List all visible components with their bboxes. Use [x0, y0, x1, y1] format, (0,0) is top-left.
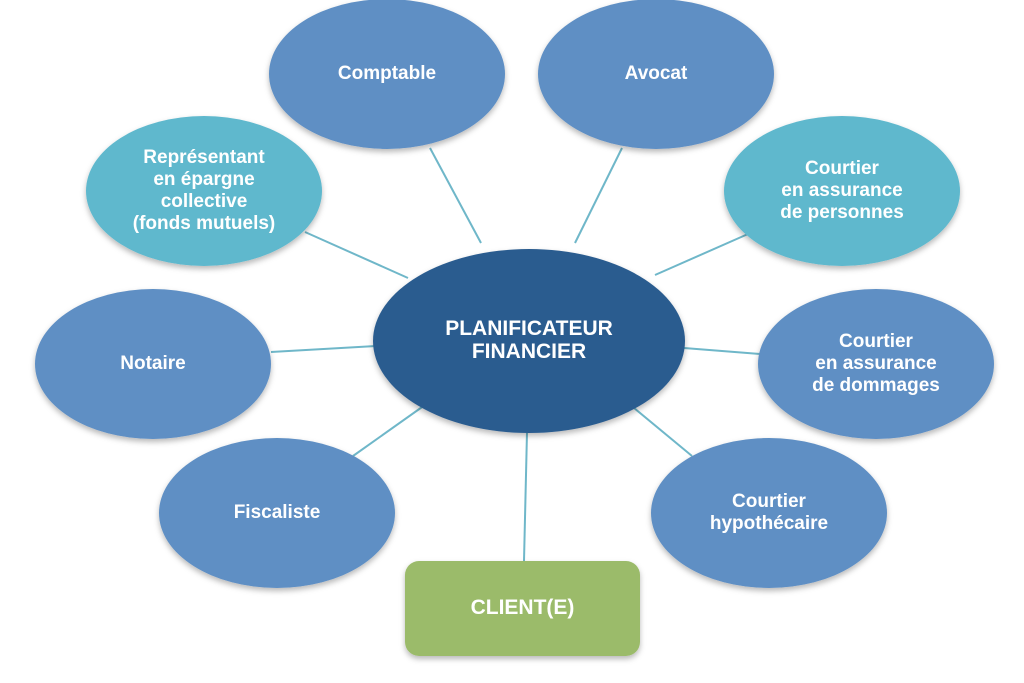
- node-representant-label-line: Représentant: [143, 147, 265, 168]
- node-courtier-dommages-label-line: de dommages: [812, 375, 940, 396]
- node-comptable-label-line: Comptable: [338, 63, 436, 84]
- node-notaire-label-line: Notaire: [120, 353, 185, 374]
- node-courtier-hypothecaire-label-line: hypothécaire: [710, 513, 828, 534]
- node-representant-label-line: en épargne: [153, 169, 254, 190]
- node-courtier-dommages-label-line: Courtier: [839, 331, 914, 352]
- center-label-line: FINANCIER: [472, 340, 586, 363]
- node-courtier-personnes-label-line: de personnes: [780, 202, 904, 223]
- node-courtier-personnes-label-line: en assurance: [781, 180, 902, 201]
- node-courtier-dommages-label-line: en assurance: [815, 353, 936, 374]
- client-label: CLIENT(E): [471, 596, 575, 619]
- node-courtier-personnes-label-line: Courtier: [805, 158, 880, 179]
- node-representant-label-line: collective: [161, 191, 248, 212]
- connector-avocat: [574, 147, 623, 244]
- node-comptable: Comptable: [269, 0, 505, 149]
- node-ellipse: [86, 116, 322, 266]
- client-box: [405, 561, 640, 656]
- node-fiscaliste-label-line: Fiscaliste: [234, 502, 321, 523]
- connector-client: [523, 431, 528, 562]
- connector-fiscaliste: [352, 399, 433, 457]
- center-label-line: PLANIFICATEUR: [445, 317, 613, 340]
- node-ellipse: [538, 0, 774, 149]
- connector-comptable: [429, 147, 482, 244]
- center-ellipse: [373, 249, 685, 433]
- connector-courtier-personnes: [654, 233, 749, 276]
- node-ellipse: [724, 116, 960, 266]
- node-ellipse: [758, 289, 994, 439]
- node-ellipse: [651, 438, 887, 588]
- node-avocat: Avocat: [538, 0, 774, 149]
- connector-representant: [304, 231, 409, 279]
- node-representant-label-line: (fonds mutuels): [133, 213, 276, 234]
- node-ellipse: [159, 438, 395, 588]
- connector-courtier-dommages: [683, 347, 761, 355]
- node-ellipse: [269, 0, 505, 149]
- node-notaire: Notaire: [35, 289, 271, 439]
- node-ellipse: [35, 289, 271, 439]
- node-courtier-hypothecaire-label-line: Courtier: [732, 491, 807, 512]
- connector-courtier-hypothecaire: [627, 402, 693, 457]
- connector-notaire: [270, 345, 377, 353]
- connector-lines: [270, 147, 761, 562]
- node-avocat-label-line: Avocat: [625, 63, 688, 84]
- client-node: CLIENT(E): [405, 561, 640, 656]
- node-fiscaliste: Fiscaliste: [159, 438, 395, 588]
